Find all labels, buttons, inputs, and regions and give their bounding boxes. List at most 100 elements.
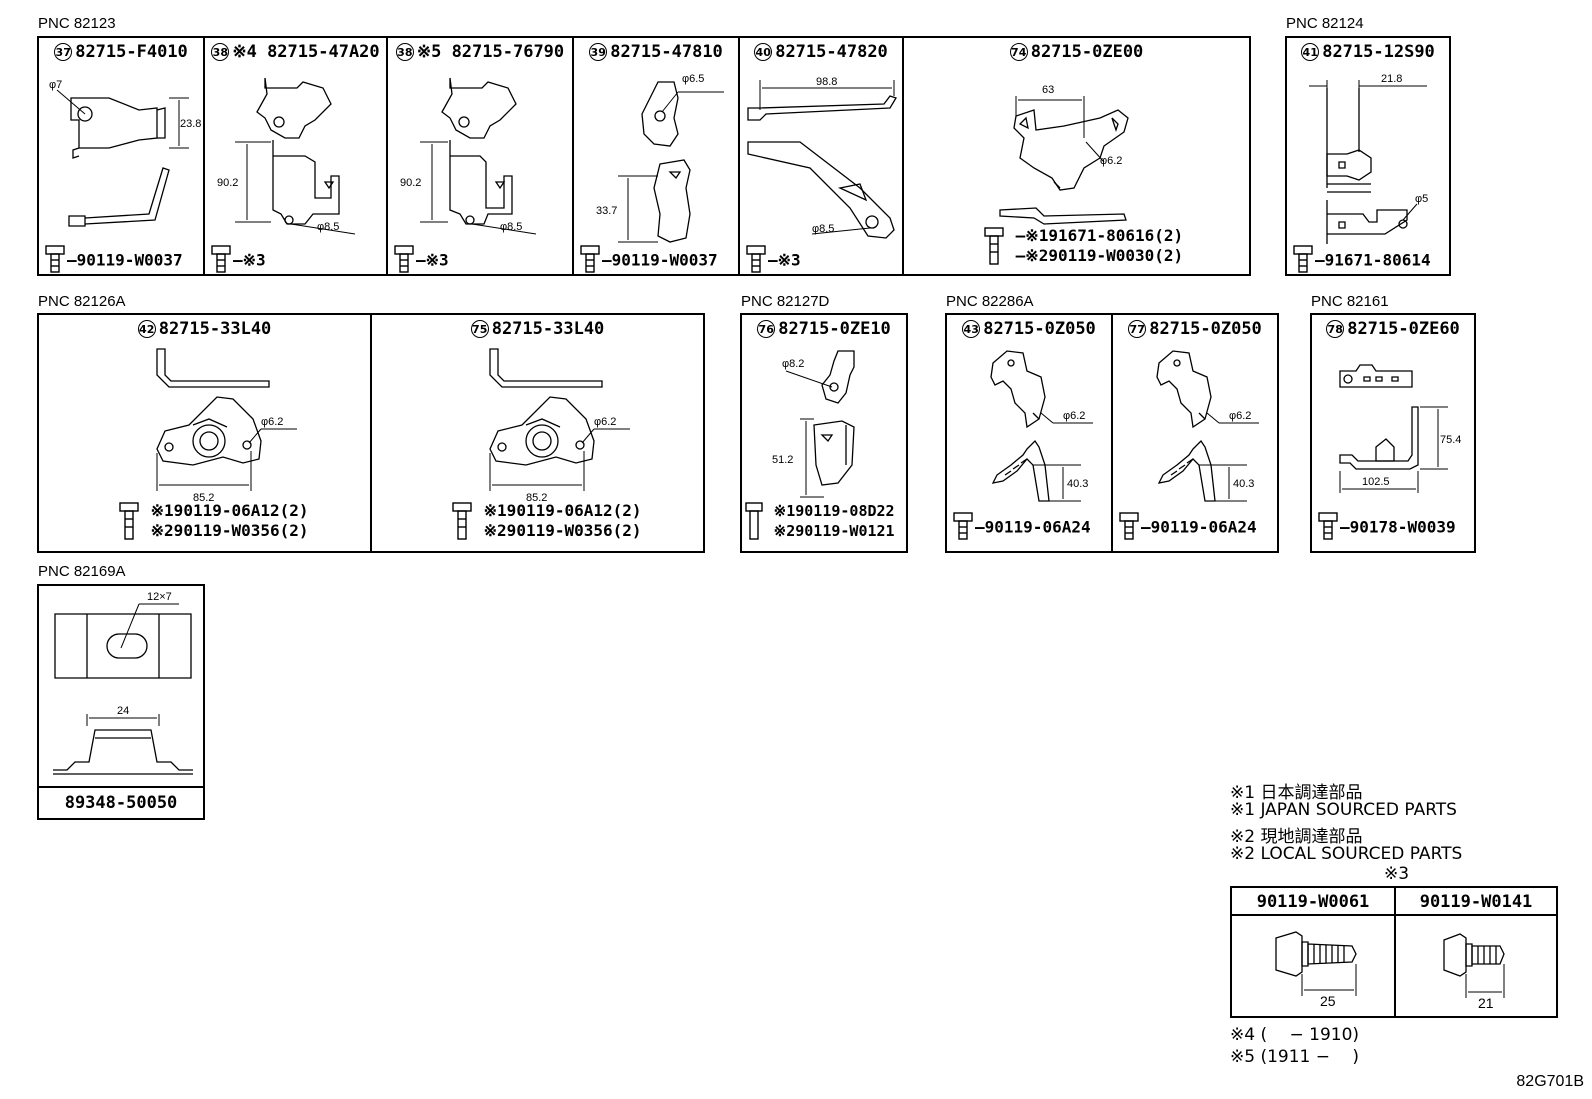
dim-diameter: φ6.2 xyxy=(1063,410,1085,422)
part-number: 82715-0Z050 xyxy=(1149,319,1262,339)
callout-number: 41 xyxy=(1301,43,1320,61)
part-number: 82715-33L40 xyxy=(491,319,605,339)
bolt-icon xyxy=(1291,244,1315,278)
bolt-part-number: ※3 xyxy=(242,250,266,270)
pnc-82169a-box: 12×7 24 89348-50050 xyxy=(37,584,205,820)
bolt-drawing: 25 xyxy=(1232,916,1396,1009)
note-1-jp: ※1 日本調達部品 xyxy=(1230,783,1363,803)
bolt-icon xyxy=(744,244,768,278)
callout-number: 40 xyxy=(754,43,773,61)
bracket-drawing: 90.2 φ8.5 xyxy=(400,38,574,278)
dim-height: 75.4 xyxy=(1440,434,1461,446)
part-number: 82715-0ZE60 xyxy=(1347,319,1460,339)
part-number: 89348-50050 xyxy=(64,793,178,813)
dim-diameter: φ8.5 xyxy=(317,221,339,233)
bolt-icon xyxy=(392,244,416,278)
bracket-drawing: φ8.2 51.2 xyxy=(772,315,906,555)
note-5: ※5 (1911 − ) xyxy=(1230,1047,1360,1067)
bolt-part-number: 91671-80614 xyxy=(1324,250,1431,270)
bolt-part-number-2: ※290119-W0121 xyxy=(773,522,895,540)
bolt-icon xyxy=(982,226,1006,271)
callout-number: 38 xyxy=(211,43,230,61)
note-1-en: ※1 JAPAN SOURCED PARTS xyxy=(1230,800,1457,820)
bolt-callout: —※3 xyxy=(392,244,449,278)
bolt-callout: —90119-W0037 xyxy=(578,244,718,278)
part-cell-38-b[interactable]: 38※5 82715-76790 90.2 φ8.5 —※3 xyxy=(388,38,574,274)
bracket-drawing: 90.2 φ8.5 xyxy=(217,38,388,278)
part-number: 82715-47820 xyxy=(775,42,888,62)
part-title: 38※5 82715-76790 xyxy=(388,42,572,62)
dim-height: 33.7 xyxy=(596,205,617,217)
note-4: ※4 ( − 1910) xyxy=(1230,1025,1360,1045)
dim-length: 63 xyxy=(1042,84,1054,96)
bolt-callout-double: —※191671-80616(2) —※290119-W0030(2) xyxy=(982,226,1183,271)
dim-height: 40.3 xyxy=(1233,478,1254,490)
note-2-jp: ※2 現地調達部品 xyxy=(1230,827,1363,847)
pnc-label: PNC 82169A xyxy=(38,563,126,580)
bolt-part-number-2: ※290119-W0356(2) xyxy=(150,521,309,540)
part-note: ※4 xyxy=(232,42,257,62)
pnc-label: PNC 82161 xyxy=(1311,293,1389,310)
bolt-callout-double: ※190119-06A12(2) ※290119-W0356(2) xyxy=(117,501,309,546)
bolt-part-number-2: ※290119-W0030(2) xyxy=(1025,246,1184,265)
dim-height: 90.2 xyxy=(400,177,421,189)
dim-width: 85.2 xyxy=(526,492,547,504)
bolt-table: 90119-W0061 90119-W0141 25 21 xyxy=(1230,886,1558,1018)
bolt-callout: —※3 xyxy=(209,244,266,278)
dim-length: 98.8 xyxy=(816,76,837,88)
bracket-drawing: 98.8 φ8.5 xyxy=(740,76,904,278)
bolt-part-number: 90119-06A24 xyxy=(984,517,1091,537)
pnc-82126a-box: 42 82715-33L40 φ6.2 85.2 ※190119-06A12(2) xyxy=(37,313,705,553)
callout-number: 76 xyxy=(757,320,776,338)
dim-diameter: φ8.2 xyxy=(782,358,804,370)
dim-slot: 12×7 xyxy=(147,591,172,603)
callout-number: 38 xyxy=(395,43,414,61)
bolt-icon xyxy=(744,501,764,546)
part-number: 82715-F4010 xyxy=(75,42,188,62)
part-cell-38-a[interactable]: 38※4 82715-47A20 90.2 φ8.5 —※3 xyxy=(205,38,388,274)
dim-diameter: φ8.5 xyxy=(812,223,834,235)
dim-diameter: φ8.5 xyxy=(500,221,522,233)
bolt-callout: —90119-06A24 xyxy=(951,511,1091,545)
callout-number: 42 xyxy=(137,320,156,338)
clip-part-number-row[interactable]: 89348-50050 xyxy=(39,786,203,818)
bolt-part-number: 90119-W0037 xyxy=(611,250,718,270)
part-number: 82715-0ZE00 xyxy=(1030,42,1144,62)
bolt-part-number-1: ※190119-06A12(2) xyxy=(150,501,309,520)
bolt-part-number: ※3 xyxy=(425,250,449,270)
bolt-callout: —90119-W0037 xyxy=(43,244,183,278)
dim-height: 40.3 xyxy=(1067,478,1088,490)
dim-width: 24 xyxy=(117,705,129,717)
bolt-icon xyxy=(117,501,141,546)
part-number: 82715-12S90 xyxy=(1322,42,1435,62)
dim-height: 51.2 xyxy=(772,454,793,466)
bolt-icon xyxy=(1117,511,1141,545)
pnc-label: PNC 82126A xyxy=(38,293,126,310)
bolt-callout: —90178-W0039 xyxy=(1316,511,1456,545)
dim-height: 23.8 xyxy=(180,118,201,130)
bracket-drawing: φ6.2 85.2 xyxy=(372,315,703,504)
bolt-callout: —※3 xyxy=(744,244,801,278)
bolt-table-header: 90119-W0141 xyxy=(1396,888,1556,916)
callout-number: 75 xyxy=(470,320,489,338)
dim-diameter: φ6.2 xyxy=(594,416,616,428)
